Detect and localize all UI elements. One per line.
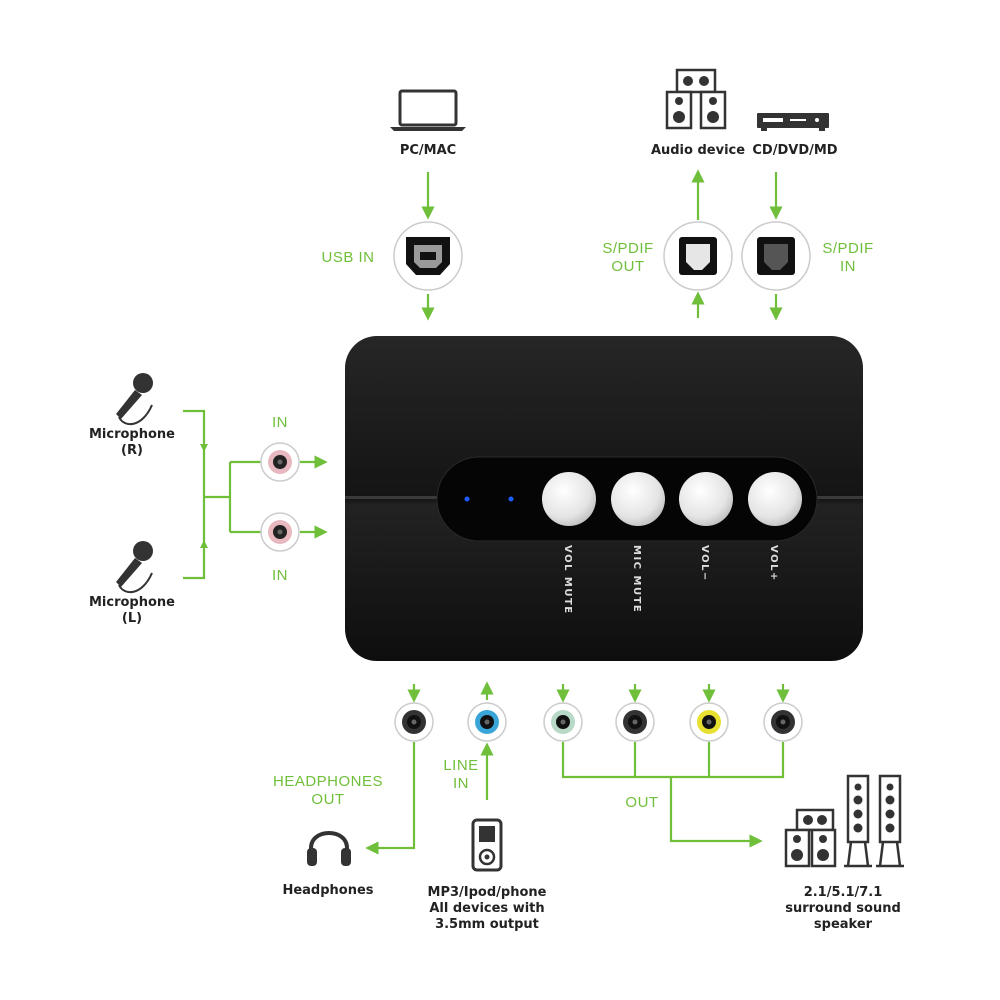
led-indicator [508, 496, 514, 502]
out-jack-4 [763, 702, 803, 742]
vol-mute-button[interactable] [542, 472, 596, 526]
mic-in-top-label: IN [272, 414, 288, 431]
headphones-out-label-line1: HEADPHONES [272, 773, 384, 790]
mic-l-label-line2: (L) [121, 611, 143, 626]
mic-arrows [183, 409, 328, 580]
spdif-out-label-line1: S/PDIF [602, 240, 654, 257]
mic-r-label-line2: (R) [121, 443, 143, 458]
headphones-out-label: HEADPHONES OUT [262, 773, 394, 809]
mic-mute-button[interactable] [611, 472, 665, 526]
usb-in-label: USB IN [321, 249, 375, 266]
vol-down-label: VOL− [699, 545, 710, 582]
mic-l-label-line1: Microphone [88, 595, 175, 610]
vol-down-button[interactable] [679, 472, 733, 526]
surround-speakers-icon [784, 774, 904, 868]
headphones-icon [307, 831, 351, 866]
mic-mute-label: MIC MUTE [631, 545, 642, 614]
microphone-icon [116, 373, 153, 426]
cd-dvd-md-label: CD/DVD/MD [752, 143, 838, 158]
spdif-in-port [741, 221, 811, 291]
mic-l-label: Microphone (L) [82, 595, 182, 627]
line-in-label-line1: LINE [443, 757, 479, 774]
top-arrows [421, 169, 783, 321]
speaker-label-line2: surround sound [785, 901, 901, 916]
speaker-label-line3: speaker [813, 917, 873, 932]
spdif-out-label: S/PDIF OUT [592, 240, 664, 276]
bottom-arrows [365, 681, 790, 855]
mic-in-jack-top [260, 442, 300, 482]
spdif-out-port [663, 221, 733, 291]
control-buttons[interactable] [542, 472, 802, 526]
led-indicator [464, 496, 470, 502]
microphone-icon [116, 541, 153, 594]
headphones-out-jack [394, 702, 434, 742]
surround-speaker-label: 2.1/5.1/7.1 surround sound speaker [778, 885, 908, 933]
vol-up-button[interactable] [748, 472, 802, 526]
headphones-out-label-line2: OUT [311, 791, 345, 808]
vol-mute-label: VOL MUTE [562, 545, 573, 615]
headphones-label: Headphones [282, 883, 374, 898]
audio-device-label: Audio device [650, 143, 746, 158]
vol-up-label: VOL+ [768, 545, 779, 582]
line-in-label: LINE IN [436, 757, 486, 793]
mic-r-label: Microphone (R) [82, 427, 182, 459]
line-in-jack [467, 702, 507, 742]
arrow-head [200, 444, 208, 452]
mp3-device-label: MP3/Ipod/phone All devices with 3.5mm ou… [412, 885, 562, 933]
speaker-label-line1: 2.1/5.1/7.1 [803, 885, 883, 900]
out-jack-2 [615, 702, 655, 742]
mp3-player-icon [471, 818, 503, 872]
mp3-label-line3: 3.5mm output [435, 917, 539, 932]
spdif-out-label-line2: OUT [611, 258, 645, 275]
spdif-in-label-line2: IN [840, 258, 856, 275]
laptop-icon [390, 89, 466, 131]
pc-mac-label: PC/MAC [399, 143, 457, 158]
mp3-label-line1: MP3/Ipod/phone [427, 885, 547, 900]
arrow-head [200, 540, 208, 548]
line-in-label-line2: IN [453, 775, 469, 792]
audio-device-icon [665, 68, 727, 130]
out-label: OUT [625, 794, 659, 811]
mp3-label-line2: All devices with [429, 901, 545, 916]
mic-r-label-line1: Microphone [88, 427, 175, 442]
spdif-in-label: S/PDIF IN [812, 240, 884, 276]
mic-in-bottom-label: IN [272, 567, 288, 584]
mic-in-jack-bottom [260, 512, 300, 552]
usb-port [393, 221, 463, 291]
out-jack-1 [543, 702, 583, 742]
cd-player-icon [757, 113, 829, 131]
out-jack-3 [689, 702, 729, 742]
spdif-in-label-line1: S/PDIF [822, 240, 874, 257]
